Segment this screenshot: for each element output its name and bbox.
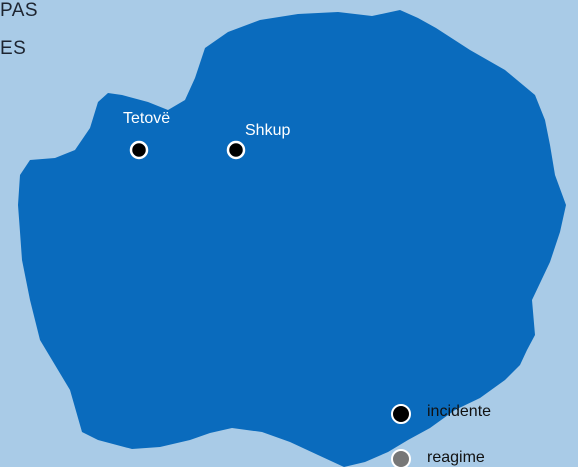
legend-reactions-label: reagime [427, 449, 485, 466]
legend-incidents-marker [391, 404, 411, 424]
city-label-shkup: Shkup [245, 122, 291, 139]
country-territory [18, 10, 566, 467]
city-marker-shkup [226, 140, 246, 160]
city-marker-tetove [129, 140, 149, 160]
legend-incidents-label: incidente [427, 403, 492, 420]
city-label-tetove: Tetovë [123, 110, 171, 127]
title-line-2: ES [0, 38, 27, 59]
title-line-1: PAS [0, 0, 39, 21]
legend-reactions-marker [391, 449, 411, 467]
